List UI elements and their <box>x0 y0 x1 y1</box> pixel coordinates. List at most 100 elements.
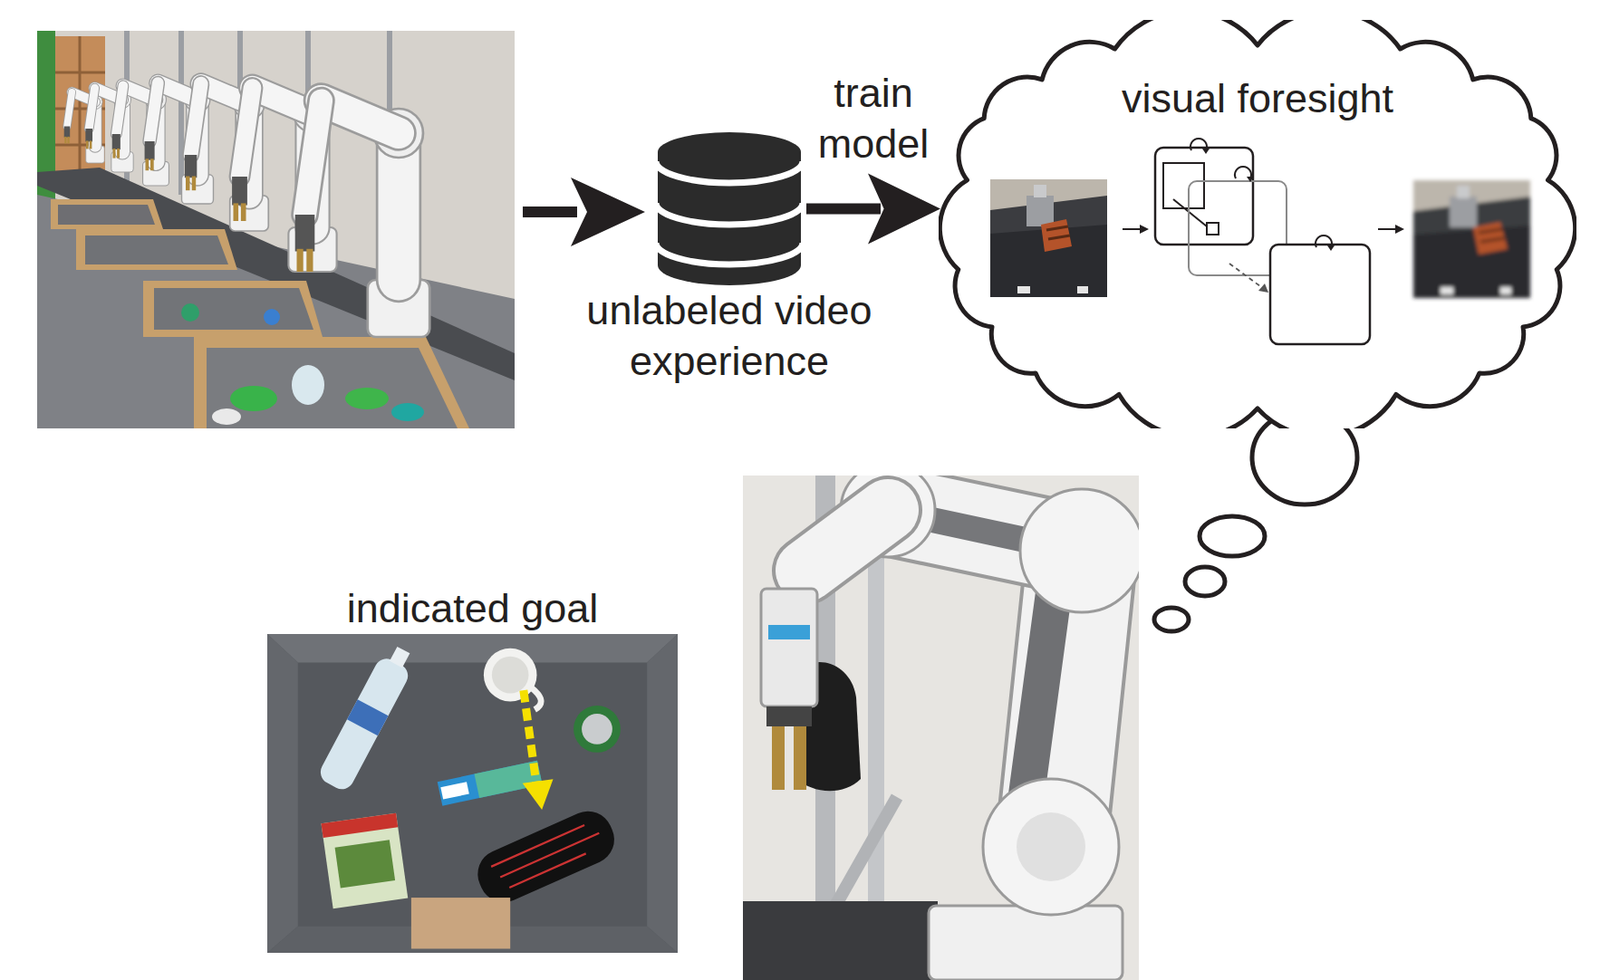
robot-farm-photo-part <box>291 365 325 405</box>
thought-cloud-outline-part-part <box>1040 219 1072 252</box>
goal-photo-part-part <box>491 820 605 891</box>
goal-photo-part <box>581 713 613 745</box>
thought-cloud-outline-part <box>1270 244 1370 345</box>
robot-farm-photo-part <box>85 235 229 265</box>
thought-cloud-outline-part-part <box>990 179 1108 298</box>
thought-cloud-outline-part <box>1258 283 1269 293</box>
robot-farm-photo-part <box>154 288 314 330</box>
goal-photo-part <box>316 642 419 794</box>
goal-photo-part-part <box>320 813 398 839</box>
robot-farm-photo-part <box>193 337 470 429</box>
goal-photo-part <box>523 690 538 788</box>
robot-farm-photo-part <box>263 308 280 326</box>
robot-farm-photo-part <box>37 30 515 429</box>
thought-cloud-outline-part-part <box>1413 180 1531 299</box>
goal-photo-part <box>646 634 678 954</box>
robot-photo-part <box>771 726 785 791</box>
goal-photo-part <box>530 687 541 711</box>
thought-cloud-outline-part-part <box>1473 221 1508 255</box>
thought-cloud-outline-part <box>1202 148 1210 155</box>
robot-farm-photo <box>37 30 515 429</box>
goal-photo-part <box>267 634 299 954</box>
thought-bubbles <box>1154 410 1358 632</box>
thought-cloud-outline-part <box>1155 147 1254 245</box>
thought-cloud-outline-part <box>1378 228 1398 231</box>
thought-cloud-outline-part <box>939 19 1575 429</box>
goal-photo-part <box>573 705 621 753</box>
robot-photo-part <box>1020 489 1139 613</box>
goal-photo-part <box>470 803 623 911</box>
thought-cloud-outline-part <box>1122 228 1142 231</box>
robot-farm-photo-part <box>181 303 200 322</box>
thought-cloud-outline-part <box>1173 199 1207 227</box>
robot-photo <box>742 475 1139 980</box>
thought-cloud-outline-part-part <box>1077 286 1089 294</box>
robot-farm-photo-part <box>55 36 106 191</box>
goal-photo-part-part <box>440 781 469 800</box>
robot-photo-part <box>806 510 888 571</box>
goal-photo <box>267 634 678 954</box>
goal-photo-part-part <box>389 646 410 668</box>
goal-photo-part <box>320 813 408 909</box>
goal-photo-part-part <box>470 803 623 911</box>
thought-cloud-outline-part-part <box>1449 196 1477 228</box>
node-label: unlabeled video experience <box>566 285 893 387</box>
thought-cloud-outline-part-part <box>1440 287 1454 295</box>
thought-cloud-outline-part-part <box>1478 229 1504 242</box>
goal-photo-part-part <box>316 655 413 794</box>
robot-farm-photo-part <box>50 199 164 230</box>
node-label: visual foresight <box>1067 73 1448 125</box>
robot-photo-part <box>1016 812 1086 882</box>
thought-cloud-outline-part <box>1413 180 1531 299</box>
database-cylinder <box>657 132 801 286</box>
robot-farm-photo-part <box>55 36 106 191</box>
robot-photo-part <box>835 797 897 907</box>
database-node: unlabeled video experience <box>657 132 801 286</box>
thought-cloud: visual foresight <box>938 19 1577 429</box>
thought-cloud-outline-part-part <box>1413 225 1531 299</box>
robot-photo-part <box>742 901 938 980</box>
thought-cloud-outline-part-part <box>1046 226 1070 240</box>
database-cylinder-part <box>657 202 801 225</box>
goal-photo-part <box>267 634 678 954</box>
flow-arrow-part <box>867 173 941 245</box>
flow-arrow <box>806 173 941 245</box>
goal-image-node: indicated goal <box>267 634 678 954</box>
robot-farm-photo-part <box>37 194 515 429</box>
thought-cloud-outline-part-part <box>1500 287 1512 295</box>
thought-bubbles-part <box>1185 567 1225 597</box>
thought-bubbles-part <box>1199 516 1265 557</box>
robot-photo-part <box>928 906 1123 980</box>
robot-farm-photo-part <box>143 280 323 338</box>
goal-photo-part <box>491 656 530 694</box>
thought-cloud-outline-part <box>1139 224 1149 234</box>
thought-cloud-outline-part-part <box>1456 185 1470 199</box>
robot-farm-photo-part <box>345 387 389 410</box>
goal-photo-part <box>483 648 538 703</box>
thought-cloud-outline-part <box>1229 263 1264 290</box>
robot-farm-photo-part <box>391 403 425 422</box>
robot-farm-photo-part <box>76 229 238 270</box>
thought-cloud-outline-part <box>1395 224 1405 234</box>
robot-farm-photo-part <box>206 347 458 429</box>
thought-cloud-outline-part-part <box>1017 286 1031 294</box>
thought-cloud-outline-part <box>1327 245 1335 251</box>
thought-cloud-outline-part <box>1246 176 1254 183</box>
flow-arrow-part <box>522 206 578 218</box>
goal-photo-part-part <box>346 699 388 736</box>
robot-farm-photo-part <box>57 204 155 225</box>
thought-cloud-outline-part-part <box>1026 195 1054 227</box>
robot-photo-part <box>766 706 812 727</box>
robot-photo-part <box>768 625 810 640</box>
thought-cloud-outline-part <box>1206 222 1219 235</box>
goal-photo-part-part <box>335 839 396 888</box>
robot-photo-part <box>793 726 807 791</box>
robot-photo-part <box>983 779 1119 916</box>
goal-photo-part <box>267 634 678 664</box>
flow-arrow-part <box>806 203 881 215</box>
thought-cloud-outline-part <box>1163 163 1205 209</box>
flow-arrow <box>522 177 646 247</box>
edge-label: train model <box>805 67 942 170</box>
